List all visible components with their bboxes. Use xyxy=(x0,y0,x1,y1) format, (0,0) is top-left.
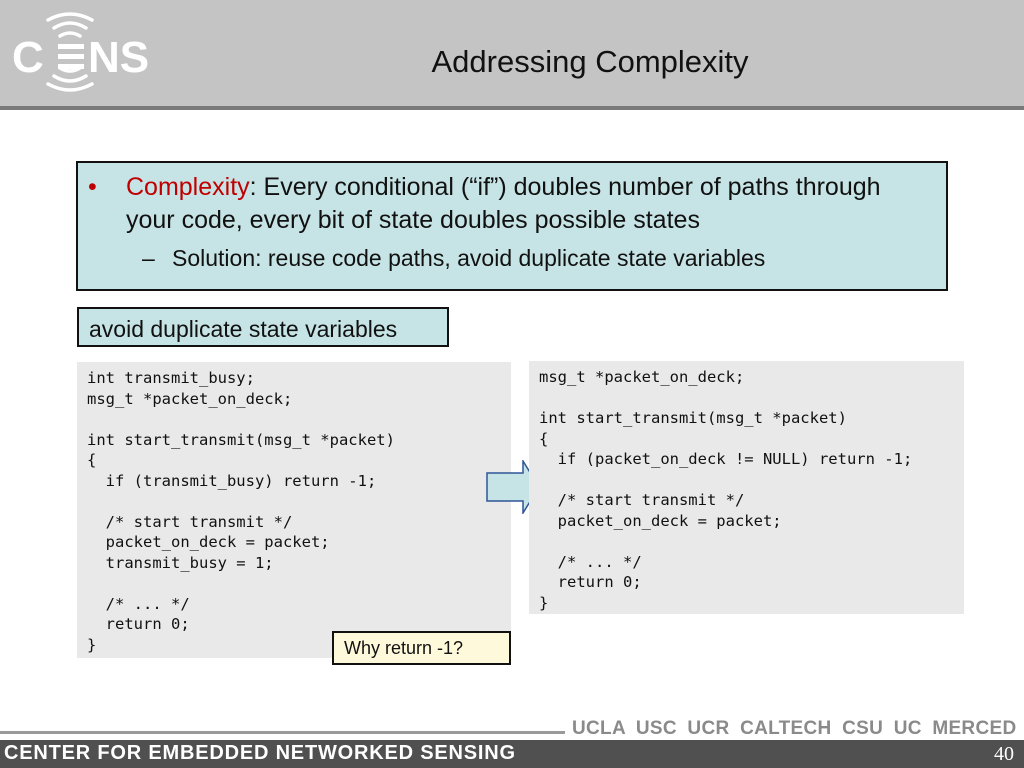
code-line: { xyxy=(87,451,97,469)
complexity-bullet-box: • Complexity: Every conditional (“if”) d… xyxy=(76,161,948,291)
code-line: if (packet_on_deck != NULL) return -1; xyxy=(539,450,913,468)
code-line: packet_on_deck = packet; xyxy=(539,511,782,530)
code-line: /* ... */ xyxy=(539,552,642,571)
footer-divider xyxy=(0,731,565,734)
code-line: } xyxy=(87,635,97,654)
code-line: { xyxy=(539,429,549,448)
slide-footer: CENTER FOR EMBEDDED NETWORKED SENSING 40 xyxy=(0,740,1024,768)
code-line: int transmit_busy; xyxy=(87,369,255,387)
university-list: UCLA USC UCR CALTECH CSU UC MERCED xyxy=(572,718,1017,739)
main-bullet-body: : Every conditional (“if”) doubles numbe… xyxy=(126,173,881,234)
code-line: msg_t *packet_on_deck; xyxy=(539,368,745,386)
page-number: 40 xyxy=(994,743,1014,765)
code-after: msg_t *packet_on_deck;int start_transmit… xyxy=(529,361,964,614)
state-variables-tag: avoid duplicate state variables xyxy=(77,307,449,347)
slide-title: Addressing Complexity xyxy=(431,44,749,79)
slide-header: C NS Addressing Complexity xyxy=(0,0,1024,110)
svg-text:C: C xyxy=(12,33,44,82)
cens-logo: C NS xyxy=(12,12,149,92)
code-line: /* start transmit */ xyxy=(539,491,745,509)
code-line: packet_on_deck = packet; xyxy=(87,533,330,551)
code-line xyxy=(529,388,964,409)
code-line: if (transmit_busy) return -1; xyxy=(87,471,377,490)
sub-bullet-text: Solution: reuse code paths, avoid duplic… xyxy=(172,245,766,271)
code-line: return 0; xyxy=(87,615,190,633)
center-name: CENTER FOR EMBEDDED NETWORKED SENSING xyxy=(4,742,516,764)
code-line: int start_transmit(msg_t *packet) xyxy=(87,430,395,449)
code-line: } xyxy=(539,593,549,612)
code-line xyxy=(77,409,511,430)
complexity-highlight: Complexity xyxy=(126,173,250,201)
main-bullet-text: Complexity: Every conditional (“if”) dou… xyxy=(126,171,926,237)
code-line xyxy=(529,531,964,552)
sub-bullet-marker: – xyxy=(142,245,155,271)
svg-text:NS: NS xyxy=(88,33,149,82)
code-before: int transmit_busy; msg_t *packet_on_deck;… xyxy=(77,362,511,658)
code-line xyxy=(529,470,964,491)
code-line: /* ... */ xyxy=(87,594,190,613)
code-line: transmit_busy = 1; xyxy=(87,553,274,572)
code-line: msg_t *packet_on_deck; xyxy=(87,389,293,408)
why-return-note: Why return -1? xyxy=(332,631,511,665)
code-line: int start_transmit(msg_t *packet) xyxy=(539,409,847,427)
code-line: /* start transmit */ xyxy=(87,512,293,531)
code-line: return 0; xyxy=(539,573,642,591)
code-line xyxy=(77,491,511,512)
code-line xyxy=(77,573,511,594)
bullet-marker: • xyxy=(88,173,97,201)
